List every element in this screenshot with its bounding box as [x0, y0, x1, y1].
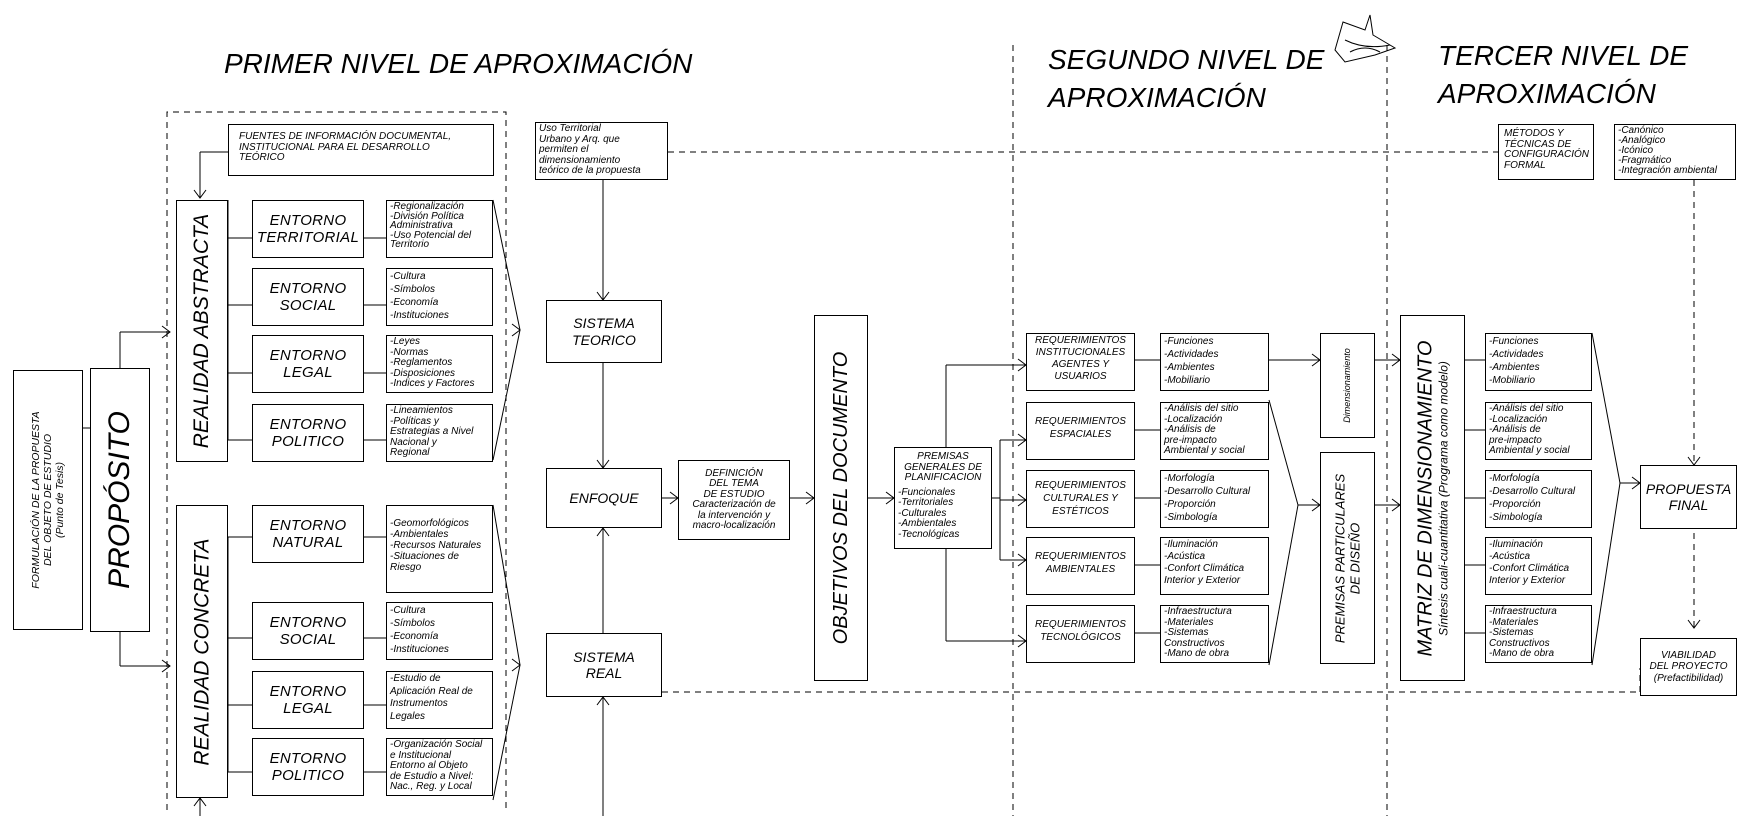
territorial-items: -Regionalización-División Política Admin… [386, 200, 493, 258]
uso-territorial-box: Uso Territorial Urbano y Arq. que permit… [535, 122, 668, 180]
primer-nivel-title: PRIMER NIVEL DE APROXIMACIÓN [224, 48, 693, 79]
premisas-generales-box: PREMISAS GENERALES DE PLANIFICACION -Fun… [894, 447, 992, 549]
tercer-nivel-title-2: APROXIMACIÓN [1438, 78, 1656, 109]
matriz-items-2: -Análisis del sitio-Localización-Análisi… [1485, 402, 1592, 460]
req-culturales-items: -Morfología-Desarrollo Cultural-Proporci… [1160, 470, 1269, 528]
req-ambientales-items: -Iluminación-Acústica-Confort Climática … [1160, 537, 1269, 595]
social-concreta-items: -Cultura-Símbolos-Economía-Instituciones [386, 602, 493, 660]
metodos-list-box: -Canónico-Analógico-Icónico-Fragmático-I… [1614, 124, 1736, 180]
social-abstracta-items: -Cultura-Símbolos-Economía-Instituciones [386, 268, 493, 326]
objetivos-box: OBJETIVOS DEL DOCUMENTO [814, 315, 868, 681]
legal-abstracta-items: -Leyes-Normas-Reglamentos-Disposiciones-… [386, 335, 493, 393]
req-tecnologicos-items: -Infraestructura-Materiales-Sistemas Con… [1160, 605, 1269, 663]
matriz-items-4: -Iluminación-Acústica-Confort Climática … [1485, 537, 1592, 595]
matriz-items-5: -Infraestructura-Materiales-Sistemas Con… [1485, 605, 1592, 663]
matriz-dimensionamiento-box: MATRIZ DE DIMENSIONAMIENTO Síntesis cual… [1400, 315, 1465, 681]
enfoque-box: ENFOQUE [546, 468, 662, 528]
matriz-items-3: -Morfología-Desarrollo Cultural-Proporci… [1485, 470, 1592, 528]
proposito-box: PROPÓSITO [90, 368, 150, 632]
natural-items: -Geomorfológicos-Ambientales-Recursos Na… [386, 505, 493, 593]
realidad-concreta-box: REALIDAD CONCRETA [176, 505, 228, 798]
tercer-nivel-title: TERCER NIVEL DE [1438, 40, 1688, 71]
realidad-abstracta-box: REALIDAD ABSTRACTA [176, 200, 228, 462]
segundo-nivel-title-2: APROXIMACIÓN [1048, 82, 1266, 113]
formulacion-box: FORMULACIÓN DE LA PROPUESTA DEL OBJETO D… [13, 370, 83, 630]
ornament-logo [1334, 14, 1397, 63]
req-institucionales-items: -Funciones-Actividades-Ambientes-Mobilia… [1160, 333, 1269, 391]
matriz-items-1: -Funciones-Actividades-Ambientes-Mobilia… [1485, 333, 1592, 391]
req-espaciales-items: -Análisis del sitio-Localización-Análisi… [1160, 402, 1269, 460]
dimensionamiento-box: Dimensionamiento [1320, 333, 1375, 438]
segundo-nivel-title: SEGUNDO NIVEL DE [1048, 44, 1325, 75]
fuentes-box: FUENTES DE INFORMACIÓN DOCUMENTAL, INSTI… [228, 124, 494, 176]
